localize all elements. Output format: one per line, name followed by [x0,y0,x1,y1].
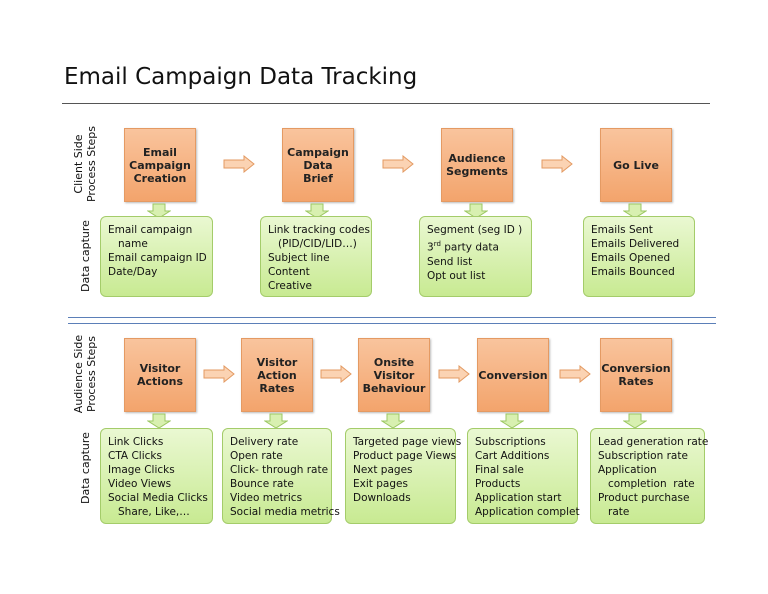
data-capture-item: Social media metrics [230,506,340,518]
data-capture-item: Date/Day [108,266,158,278]
right-arrow-icon [382,154,414,174]
data-capture-item: name [108,238,148,250]
data-capture-item: Click- through rate [230,464,329,476]
down-arrow-icon [146,203,172,219]
data-capture-item: 3rd party data [427,240,499,254]
slide-title: Email Campaign Data Tracking [64,64,418,90]
data-capture-item: Targeted page views [353,436,462,448]
data-capture-item: Products [475,478,521,490]
data-capture-item: Product purchase [598,492,690,504]
down-arrow-icon [622,413,648,429]
down-arrow-icon [146,413,172,429]
process-step-box: Conversion Rates [600,338,672,412]
right-arrow-icon [541,154,573,174]
data-capture-item: Emails Delivered [591,238,680,250]
title-divider [62,103,710,104]
data-capture-item: Link tracking codes [268,224,370,236]
process-step-box: Email Campaign Creation [124,128,196,202]
data-capture-item: Email campaign [108,224,193,236]
data-capture-item: Creative [268,280,313,292]
process-step-box: Campaign Data Brief [282,128,354,202]
right-arrow-icon [223,154,255,174]
data-capture-item: Emails Bounced [591,266,675,278]
process-step-box: Audience Segments [441,128,513,202]
down-arrow-icon [263,413,289,429]
data-capture-item: CTA Clicks [108,450,162,462]
data-capture-item: Video Views [108,478,172,490]
data-capture-item: Emails Opened [591,252,671,264]
data-capture-item: Segment (seg ID ) [427,224,523,236]
data-capture-item: Application complet [475,506,580,518]
data-capture-item: Application [598,464,657,476]
side-label-data-capture: Data capture [78,220,92,292]
process-step-box: Onsite Visitor Behaviour [358,338,430,412]
down-arrow-icon [380,413,406,429]
data-capture-item: Send list [427,255,473,268]
data-capture-item: Subscriptions [475,436,546,448]
data-capture-item: Cart Additions [475,450,550,462]
right-arrow-icon [203,364,235,384]
right-arrow-icon [320,364,352,384]
process-step-box: Go Live [600,128,672,202]
data-capture-box: Link tracking codes (PID/CID/LID…) Subjec… [260,216,372,297]
down-arrow-icon [499,413,525,429]
data-capture-item: Exit pages [353,478,408,490]
down-arrow-icon [463,203,489,219]
data-capture-item: Bounce rate [230,478,294,490]
data-capture-item: Final sale [475,464,524,476]
data-capture-item: Downloads [353,492,411,504]
data-capture-item: Lead generation rate [598,436,709,448]
side-label-process: Client Side Process Steps [72,126,98,203]
data-capture-item: Share, Like,… [108,506,190,518]
process-step-box: Visitor Actions [124,338,196,412]
data-capture-item: Content [268,266,310,278]
data-capture-item: Emails Sent [591,224,653,236]
process-step-box: Conversion [477,338,549,412]
data-capture-item: Subscription rate [598,450,688,462]
data-capture-item: Email campaign ID [108,252,207,264]
side-label-data-capture: Data capture [78,432,92,504]
data-capture-item: Link Clicks [108,436,164,448]
side-label-process: Audience Side Process Steps [72,334,98,414]
process-step-box: Visitor Action Rates [241,338,313,412]
data-capture-item: Social Media Clicks [108,492,208,504]
data-capture-item: completion rate [598,478,695,490]
data-capture-item: Video metrics [230,492,303,504]
down-arrow-icon [304,203,330,219]
data-capture-item: Opt out list [427,269,486,282]
right-arrow-icon [438,364,470,384]
data-capture-item: Product page Views [353,450,457,462]
section-divider [68,317,716,324]
data-capture-item: Delivery rate [230,436,299,448]
right-arrow-icon [559,364,591,384]
data-capture-item: rate [598,506,630,518]
down-arrow-icon [622,203,648,219]
data-capture-item: Subject line [268,252,330,264]
data-capture-item: Application start [475,492,562,504]
data-capture-item: Image Clicks [108,464,175,476]
data-capture-item: Next pages [353,464,413,476]
data-capture-item: (PID/CID/LID…) [268,238,357,250]
data-capture-item: Open rate [230,450,283,462]
